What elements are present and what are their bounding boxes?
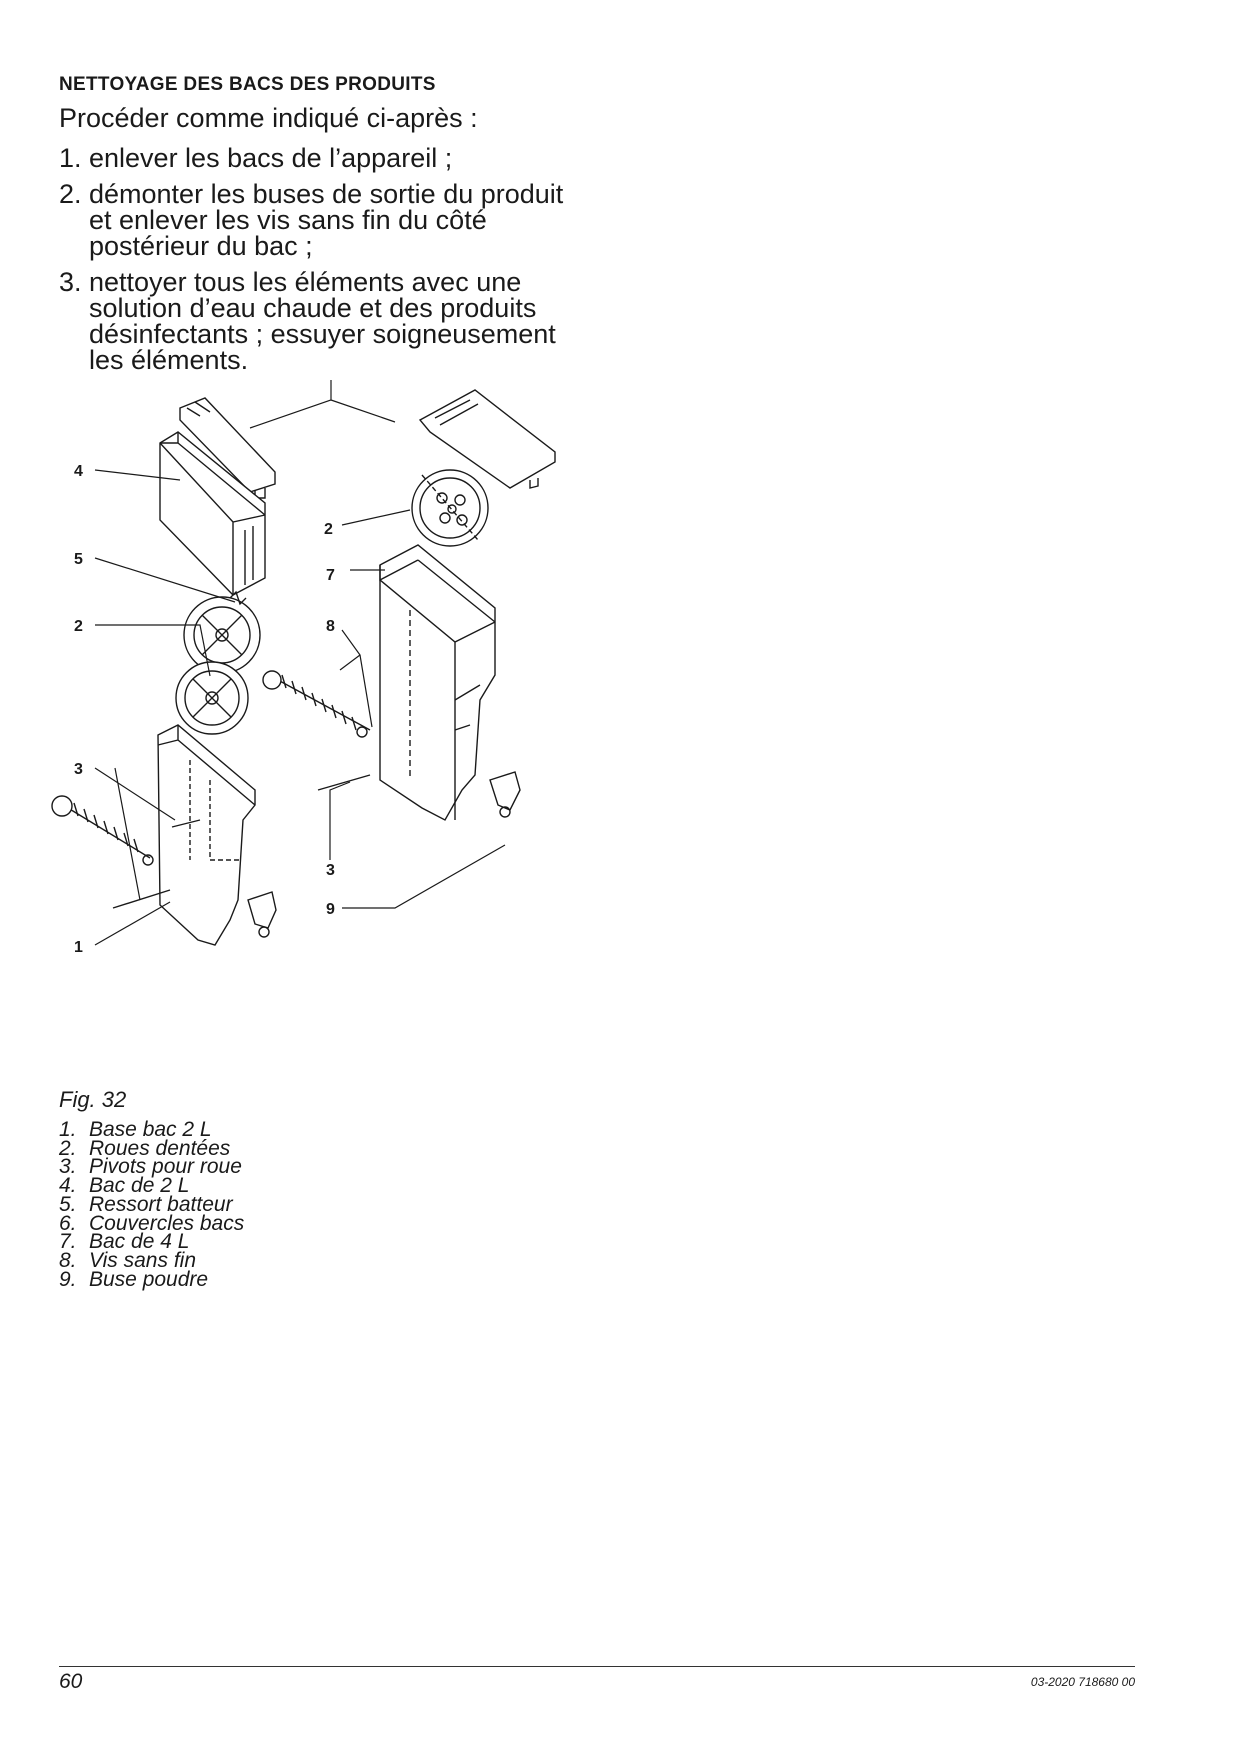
container-2l [159,431,266,596]
legend-item: 4. Bac de 2 L [59,1174,244,1198]
legend-item: 9. Buse poudre [59,1267,244,1291]
step-item: 3.nettoyer tous les éléments avec une so… [59,267,579,375]
legend-number: 4. [59,1174,77,1198]
spring-beater [229,590,247,606]
step-item: 2.démonter les buses de sortie du produi… [59,179,579,261]
legend-number: 3. [59,1155,77,1179]
callout-3-right: 3 [326,862,335,879]
legend-number: 9. [59,1267,77,1291]
callout-9: 9 [326,901,335,918]
callout-5: 5 [74,551,83,568]
footer-divider [59,1666,1135,1667]
legend-label: Vis sans fin [89,1248,196,1272]
callout-8: 8 [326,618,335,635]
step-text: enlever les bacs de l’appareil ; [89,143,453,173]
auger-left [51,795,154,866]
powder-nozzle-right [489,771,521,818]
legend-number: 1. [59,1118,77,1141]
step-number: 2. [59,179,82,209]
exploded-view-drawing: 6 4 2 5 7 2 8 3 3 9 1 [51,380,556,956]
callout-7: 7 [326,567,335,584]
container-base-2l [157,724,256,946]
legend-item: 8. Vis sans fin [59,1248,244,1272]
document-code: 03-2020 718680 00 [1030,1675,1135,1689]
lid-left [179,397,276,499]
legend-label: Couvercles bacs [89,1211,245,1235]
legend-label: Ressort batteur [89,1192,233,1216]
cleaning-steps: 1.enlever les bacs de l’appareil ; 2.dém… [59,145,579,383]
callout-1: 1 [74,939,83,956]
legend-label: Buse poudre [89,1267,209,1291]
callout-2-right: 2 [324,521,333,538]
step-text: nettoyer tous les éléments avec une solu… [89,267,556,375]
figure-legend: 1. Base bac 2 L 2. Roues dentées 3. Pivots … [59,1118,245,1291]
legend-number: 8. [59,1248,77,1272]
legend-label: Roues dentées [89,1136,231,1160]
pivot-pins [112,774,371,909]
legend-label: Bac de 2 L [89,1174,190,1198]
legend-number: 5. [59,1192,77,1216]
step-item: 1.enlever les bacs de l’appareil ; [59,143,579,173]
auger-right [262,670,371,738]
intro-text: Procéder comme indiqué ci-après : [59,103,478,133]
step-number: 3. [59,267,82,297]
powder-nozzle-left [247,891,277,938]
container-4l [379,544,496,821]
legend-label: Pivots pour roue [89,1155,242,1179]
exploded-view-figure: 6 4 2 5 7 2 8 3 3 9 1 [50,380,610,1080]
leader-lines [94,380,506,946]
callout-3-left: 3 [74,761,83,778]
legend-number: 6. [59,1211,77,1235]
callout-4: 4 [74,463,83,480]
legend-item: 6. Couvercles bacs [59,1211,245,1235]
legend-number: 2. [59,1136,77,1160]
legend-label: Base bac 2 L [89,1118,212,1141]
legend-number: 7. [59,1230,77,1254]
step-text: démonter les buses de sortie du produit … [89,179,564,261]
legend-item: 2. Roues dentées [59,1136,244,1160]
legend-label: Bac de 4 L [89,1230,190,1254]
gear-wheel-right [411,469,489,547]
step-number: 1. [59,143,82,173]
lid-right [418,389,556,489]
gear-wheel-lower-left [175,661,249,735]
section-heading: NETTOYAGE DES BACS DES PRODUITS [59,74,436,95]
page-number: 60 [59,1670,83,1693]
figure-caption: Fig. 32 [59,1087,127,1112]
gear-wheel-upper-left [183,596,261,674]
callout-2-left: 2 [74,618,83,635]
legend-item: 3. Pivots pour roue [59,1155,244,1179]
legend-item: 5. Ressort batteur [59,1192,244,1216]
legend-item: 1. Base bac 2 L [59,1118,244,1141]
legend-item: 7. Bac de 4 L [59,1230,244,1254]
